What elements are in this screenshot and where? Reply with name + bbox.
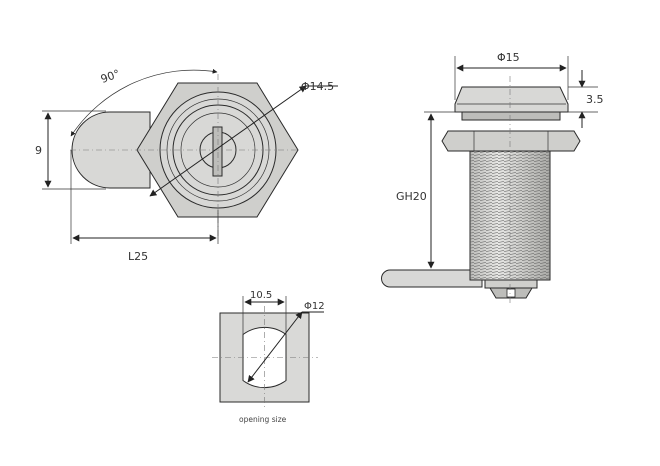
opening-diameter-label: Φ12 — [304, 301, 325, 312]
washer — [461, 111, 561, 121]
head-height-label: 3.5 — [586, 93, 604, 106]
body-tail — [484, 279, 538, 289]
head-diameter-label: Φ15 — [497, 51, 520, 64]
cam-height-label: 9 — [35, 144, 42, 157]
key-slot — [212, 126, 223, 177]
opening-caption: opening size — [239, 415, 287, 424]
length-label: L25 — [128, 250, 148, 263]
front-view: 90° Φ14.5 9 L25 — [35, 67, 338, 263]
thread-label: GH20 — [396, 190, 427, 203]
face-diameter-label: Φ14.5 — [301, 80, 334, 93]
side-view: Φ15 3.5 GH20 — [381, 51, 604, 306]
side-hex-nut — [441, 130, 581, 152]
cam-plate — [381, 269, 483, 288]
lock-head — [454, 86, 569, 113]
angle-label: 90° — [99, 67, 122, 86]
opening-width-label: 10.5 — [250, 290, 272, 301]
opening-view: 10.5 Φ12 opening size — [212, 290, 325, 424]
angle-arc — [70, 68, 218, 137]
